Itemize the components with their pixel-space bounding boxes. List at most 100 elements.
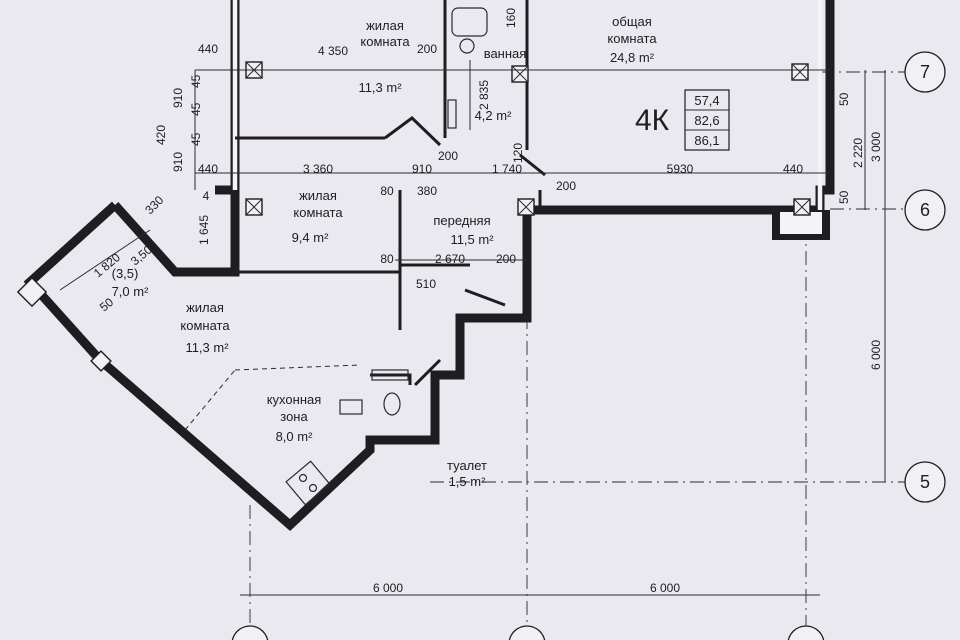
dim-6000-vertical: 6 000 [869,340,883,370]
axis-lines [249,71,905,640]
dim-5930: 5930 [667,162,694,176]
balcony-label: (3,5) [112,266,139,281]
dim-4350: 4 350 [318,44,348,58]
dim-3000: 3 000 [869,132,883,162]
dim-line-balcony [59,229,151,291]
dim-380: 380 [417,184,437,198]
dim-2835: 2 835 [477,80,491,110]
column-5-cross [517,198,535,216]
wall-inner-lines [232,0,823,210]
dim-330: 330 [142,193,166,217]
living2-name-1: жилая [299,188,337,203]
dim-2670: 2 670 [435,252,465,266]
area-total-balcony: 86,1 [694,133,719,148]
hall-name: передняя [433,213,490,228]
dim-45a: 45 [189,74,203,88]
hall-area: 11,5 m² [450,232,494,247]
apartment-code: 4К [635,104,670,137]
toilet-name: туалет [447,458,487,473]
axis-label-6: 6 [920,200,930,220]
toilet-cistern [371,369,409,381]
dim-440a: 440 [198,42,218,56]
column-2-cross [511,65,529,83]
door-1 [384,116,442,147]
axis-label-5: 5 [920,472,930,492]
living3-name-2: комната [180,318,230,333]
dim-910b: 910 [171,152,185,172]
common-area: 24,8 m² [610,50,655,65]
dim-120: 120 [511,143,525,163]
wall-block-inner [780,212,822,234]
column-3-cross [791,63,809,81]
bathtub [451,7,488,37]
apartment-badge: 4К 57,4 82,6 86,1 [635,89,730,151]
kitchen-area: 8,0 m² [276,429,314,444]
living2-area: 9,4 m² [292,230,330,245]
bath-name: ванная [484,46,527,61]
dim-1645: 1 645 [197,215,211,245]
dim-200a: 200 [417,42,437,56]
living3-area: 11,3 m² [185,340,229,355]
area-total: 82,6 [694,113,719,128]
dim-6000-bottom-b: 6 000 [650,581,680,595]
axis-bubble-bottom-left [231,625,269,640]
toilet-bowl [383,392,401,416]
walls [23,0,835,532]
common-name-1: общая [612,14,652,29]
stove [285,460,331,506]
bath-fixture [447,99,457,129]
dim-200c: 200 [556,179,576,193]
axis-bubble-5 [904,461,946,503]
room-labels: жилая комната 11,3 m² ванная 4,2 m² обща… [112,14,658,489]
dim-1740: 1 740 [492,162,522,176]
axis-bubble-7 [904,51,946,93]
kitchen-name-1: кухонная [267,392,322,407]
kitchen-zone-dash-1 [184,369,236,431]
fixtures [285,7,488,506]
wall-outer [23,0,835,532]
dim-910a: 910 [171,88,185,108]
kitchen-sink [339,399,363,415]
column-4-cross [245,198,263,216]
toilet-area: 1,5 m² [449,474,487,489]
dim-440c: 440 [783,162,803,176]
axis-bubble-6 [904,189,946,231]
kitchen-name-2: зона [280,409,308,424]
dim-50-right-2: 50 [837,190,851,204]
balcony-area: 7,0 m² [112,284,150,299]
door-4 [413,358,442,387]
dim-45b: 45 [189,102,203,116]
dim-200b: 200 [438,149,458,163]
dim-80b: 80 [380,252,394,266]
dim-160: 160 [504,8,518,28]
partition-8 [370,373,412,385]
common-name-2: комната [607,31,657,46]
living3-name-1: жилая [186,300,224,315]
kitchen-zone-dash-2 [234,364,361,371]
columns [16,61,811,372]
burner-1 [298,473,308,483]
dim-6000-bottom-a: 6 000 [373,581,403,595]
dim-3360: 3 360 [303,162,333,176]
dim-200d: 200 [496,252,516,266]
column-8 [90,350,112,372]
column-6-cross [793,198,811,216]
axis-label-7: 7 [920,62,930,82]
column-7 [16,276,48,308]
dim-4: 4 [203,189,210,203]
dim-420: 420 [154,125,168,145]
living1-area: 11,3 m² [358,80,402,95]
door-2 [519,153,546,177]
bath-area: 4,2 m² [475,108,513,123]
door-3 [464,288,506,307]
dim-440b: 440 [198,162,218,176]
area-living: 57,4 [694,93,719,108]
dim-50-right-1: 50 [837,92,851,106]
wall-left [111,0,240,277]
burner-2 [308,483,318,493]
dim-45c: 45 [189,132,203,146]
dimension-labels: 440 4 350 200 160 45 910 45 420 45 910 4… [91,8,883,595]
sink-bath [459,38,475,54]
